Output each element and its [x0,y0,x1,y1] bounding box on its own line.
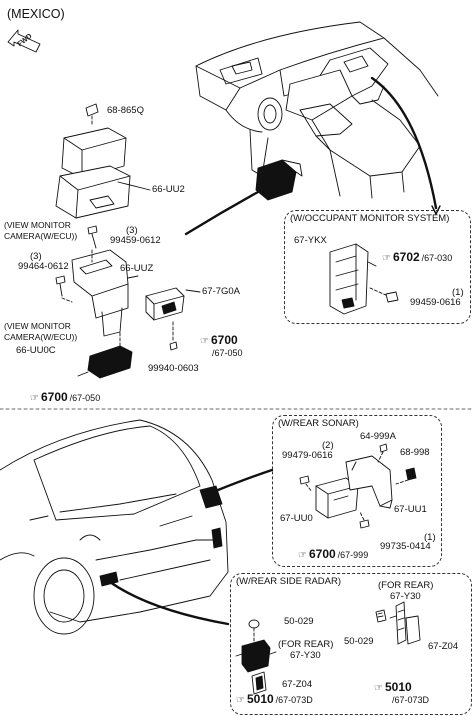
part-66-uu2 [55,127,151,219]
ref-6700-67-050-b[interactable]: ☞ 6700 /67-050 [30,390,101,404]
radar-67-y30-right [389,601,407,645]
label-66-uuz: 66-UUZ [120,263,154,274]
label-99479-0616: 99479-0616 [282,450,333,461]
pointing-hand-icon: ☞ [374,683,383,694]
label-66-uu0c: 66-UU0C [16,345,56,356]
label-67-uu0: 67-UU0 [280,513,313,524]
car-rear-illustration [0,419,229,635]
bracket-67-uu1 [345,455,393,509]
label-50-029-left: 50-029 [284,616,314,627]
occupant-monitor-box [284,210,471,324]
sonar-title: (W/REAR SONAR) [278,418,359,429]
ref-5010-67-073d-right[interactable]: ☞ 5010 /67-073D [374,680,430,705]
part-67-7g0a [145,287,201,321]
screw-99735-0414 [359,511,370,529]
screw-99459-0612 [87,225,98,263]
label-64-999a: 64-999A [360,431,396,442]
pointing-hand-icon: ☞ [298,550,307,561]
label-67-z04-right: 67-Z04 [428,641,459,652]
cap-50-029-left [248,619,260,645]
cap-50-029-right [375,609,387,623]
label-qty-2: (2) [322,440,334,451]
ref-6702-67-030[interactable]: ☞ 6702 /67-030 [382,250,453,264]
dashboard-illustration [195,21,439,201]
pointing-hand-icon: ☞ [382,253,391,264]
label-99459-0616: 99459-0616 [410,297,461,308]
clip-68-998 [395,467,417,485]
rear-sonar-box [272,415,442,567]
bracket-67-z04-right [405,615,421,645]
bracket-67-z04-left [251,671,267,695]
screw-64-999a [377,443,388,463]
label-qty-1-occ: (1) [452,287,464,298]
label-qty-1-sonar: (1) [424,532,436,543]
label-for-rear-right: (FOR REAR) [378,580,434,591]
label-50-029-right: 50-029 [344,636,374,647]
label-68-865q: 68-865Q [107,105,144,116]
label-view-monitor-1: (VIEW MONITOR [4,220,71,230]
label-view-monitor-2: (VIEW MONITOR [4,321,71,331]
label-99940-0603: 99940-0603 [148,363,199,374]
label-for-rear-left: (FOR REAR) [278,639,334,650]
radar-67-y30-left [235,639,277,673]
label-68-998: 68-998 [400,447,430,458]
label-67-y30-left: 67-Y30 [290,650,321,661]
label-67-uu1: 67-UU1 [394,504,427,515]
pointing-hand-icon: ☞ [30,393,39,404]
label-qty-3b: (3) [30,251,42,262]
screw-99464-0612 [55,275,73,303]
ref-6700-67-999[interactable]: ☞ 6700 /67-999 [298,547,369,561]
clip-99940-0603 [169,321,178,351]
label-99464-0612: 99464-0612 [18,261,69,272]
part-67-uu0 [315,477,359,519]
label-67-7g0a: 67-7G0A [202,286,241,297]
pointing-hand-icon: ☞ [200,336,209,347]
label-camera-ecu-1: CAMERA(W/ECU)) [4,231,78,241]
label-qty-3a: (3) [126,225,138,236]
label-99735-0414: 99735-0414 [380,541,431,552]
part-68-865q [85,103,99,127]
pointing-hand-icon: ☞ [236,695,245,706]
label-67-y30-right: 67-Y30 [390,591,421,602]
region-label: (MEXICO) [7,7,65,21]
radar-title: (W/REAR SIDE RADAR) [236,576,342,587]
label-67-ykx: 67-YKX [294,235,327,246]
label-66-uu2: 66-UU2 [152,184,185,195]
label-67-z04-left: 67-Z04 [282,679,313,690]
ref-6700-67-050-a[interactable]: ☞ 6700 /67-050 [200,333,243,358]
part-67-ykx [329,243,399,315]
ref-5010-67-073d-left[interactable]: ☞ 5010 /67-073D [236,692,313,706]
forward-arrow-icon [7,29,41,53]
bracket-66-uuz [71,249,139,337]
label-camera-ecu-2: CAMERA(W/ECU)) [4,332,78,342]
screw-99479-0616 [299,475,313,493]
label-99459-0612: 99459-0612 [110,235,161,246]
rear-side-radar-box [230,573,472,715]
occupant-title: (W/OCCUPANT MONITOR SYSTEM) [290,213,450,224]
camera-66-uu0c [77,331,133,379]
